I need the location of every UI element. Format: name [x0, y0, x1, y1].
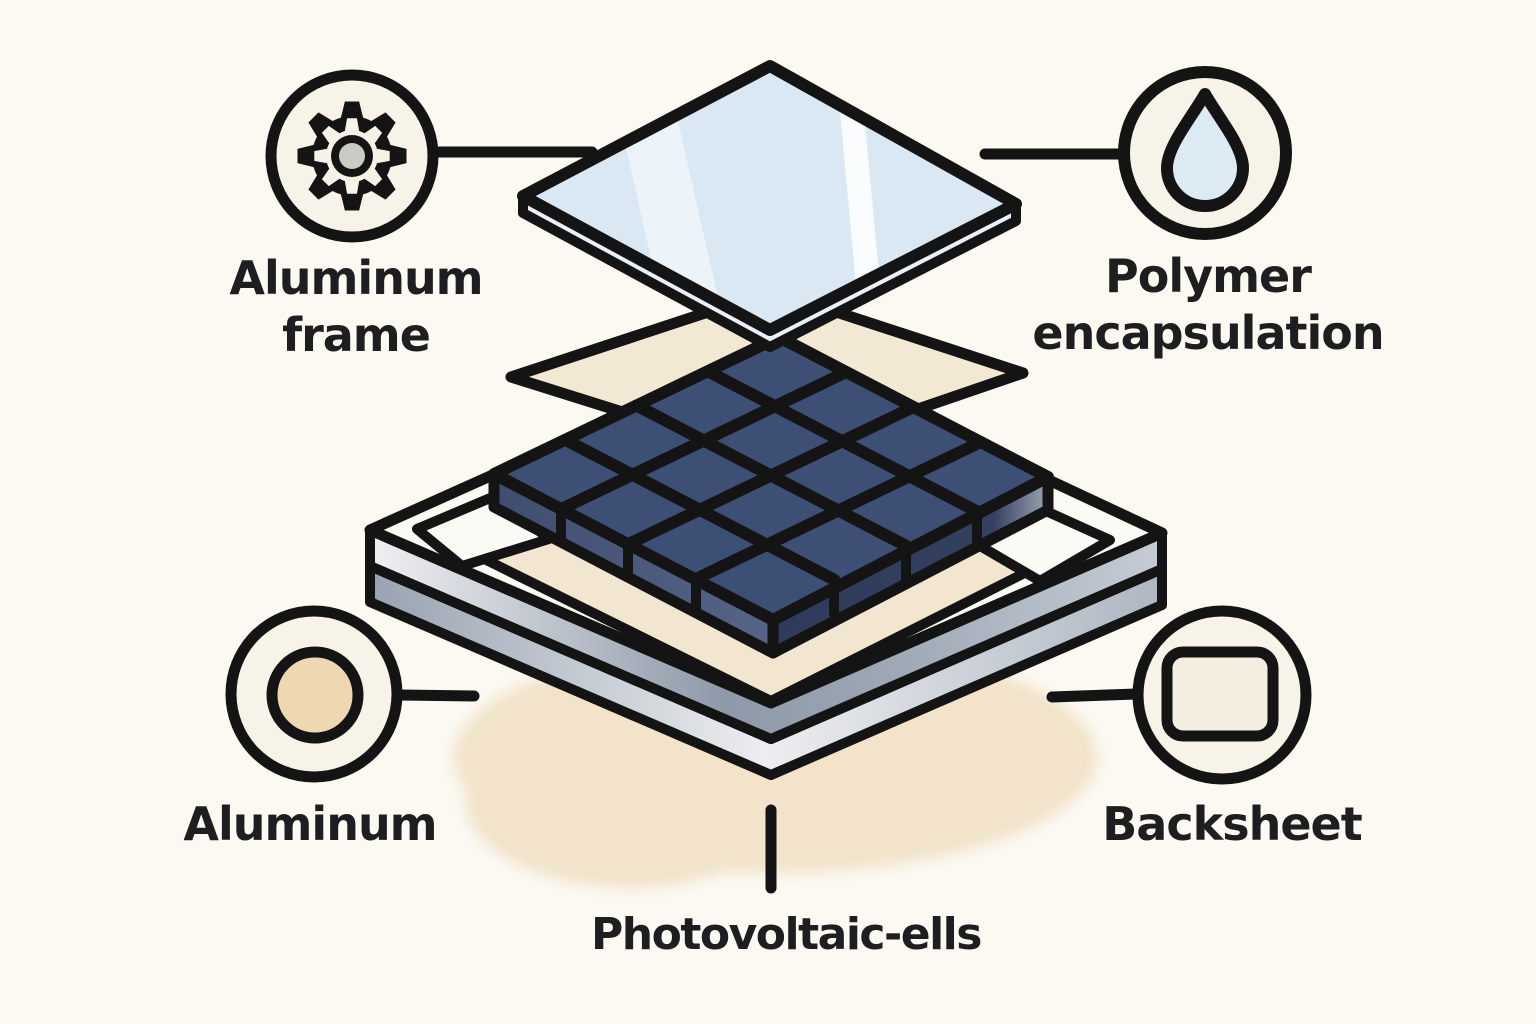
gear-icon: [265, 69, 439, 243]
cells-grid-lines: [555, 365, 987, 586]
label-aluminum-frame-line1: Aluminum: [229, 251, 483, 305]
label-polymer-encapsulation: Polymer encapsulation: [1008, 248, 1408, 362]
leader-backsheet: [1046, 688, 1142, 703]
aluminum-dot: [266, 646, 364, 744]
filled-circle-icon: [225, 605, 403, 783]
leader-aluminum: [394, 689, 480, 702]
leader-lines: [394, 146, 1142, 894]
drop-shape: [1161, 88, 1249, 212]
rounded-rectangle-icon: [1132, 605, 1312, 785]
layer-glass-cover: [517, 60, 1022, 352]
label-aluminum-frame-line2: frame: [282, 308, 431, 362]
glass-top-face: [523, 66, 1016, 330]
label-aluminum-frame: Aluminum frame: [156, 250, 556, 364]
shadow-blob-left: [465, 712, 795, 888]
label-polymer-line2: encapsulation: [1032, 306, 1384, 360]
glass-glare-wide: [617, 108, 718, 298]
layer-photovoltaic-cells: [488, 331, 1054, 659]
water-drop-icon: [1118, 66, 1292, 240]
glass-glare-narrow: [840, 112, 880, 285]
label-aluminum: Aluminum: [183, 797, 437, 851]
label-backsheet: Backsheet: [1102, 797, 1362, 851]
glass-outline: [517, 60, 1022, 336]
label-polymer-line1: Polymer: [1105, 249, 1312, 303]
glass-glare: [617, 108, 880, 298]
gear-hub-center: [339, 143, 365, 169]
backsheet-rect: [1161, 646, 1279, 742]
label-photovoltaic-cells: Photovoltaic-ells: [591, 909, 982, 960]
